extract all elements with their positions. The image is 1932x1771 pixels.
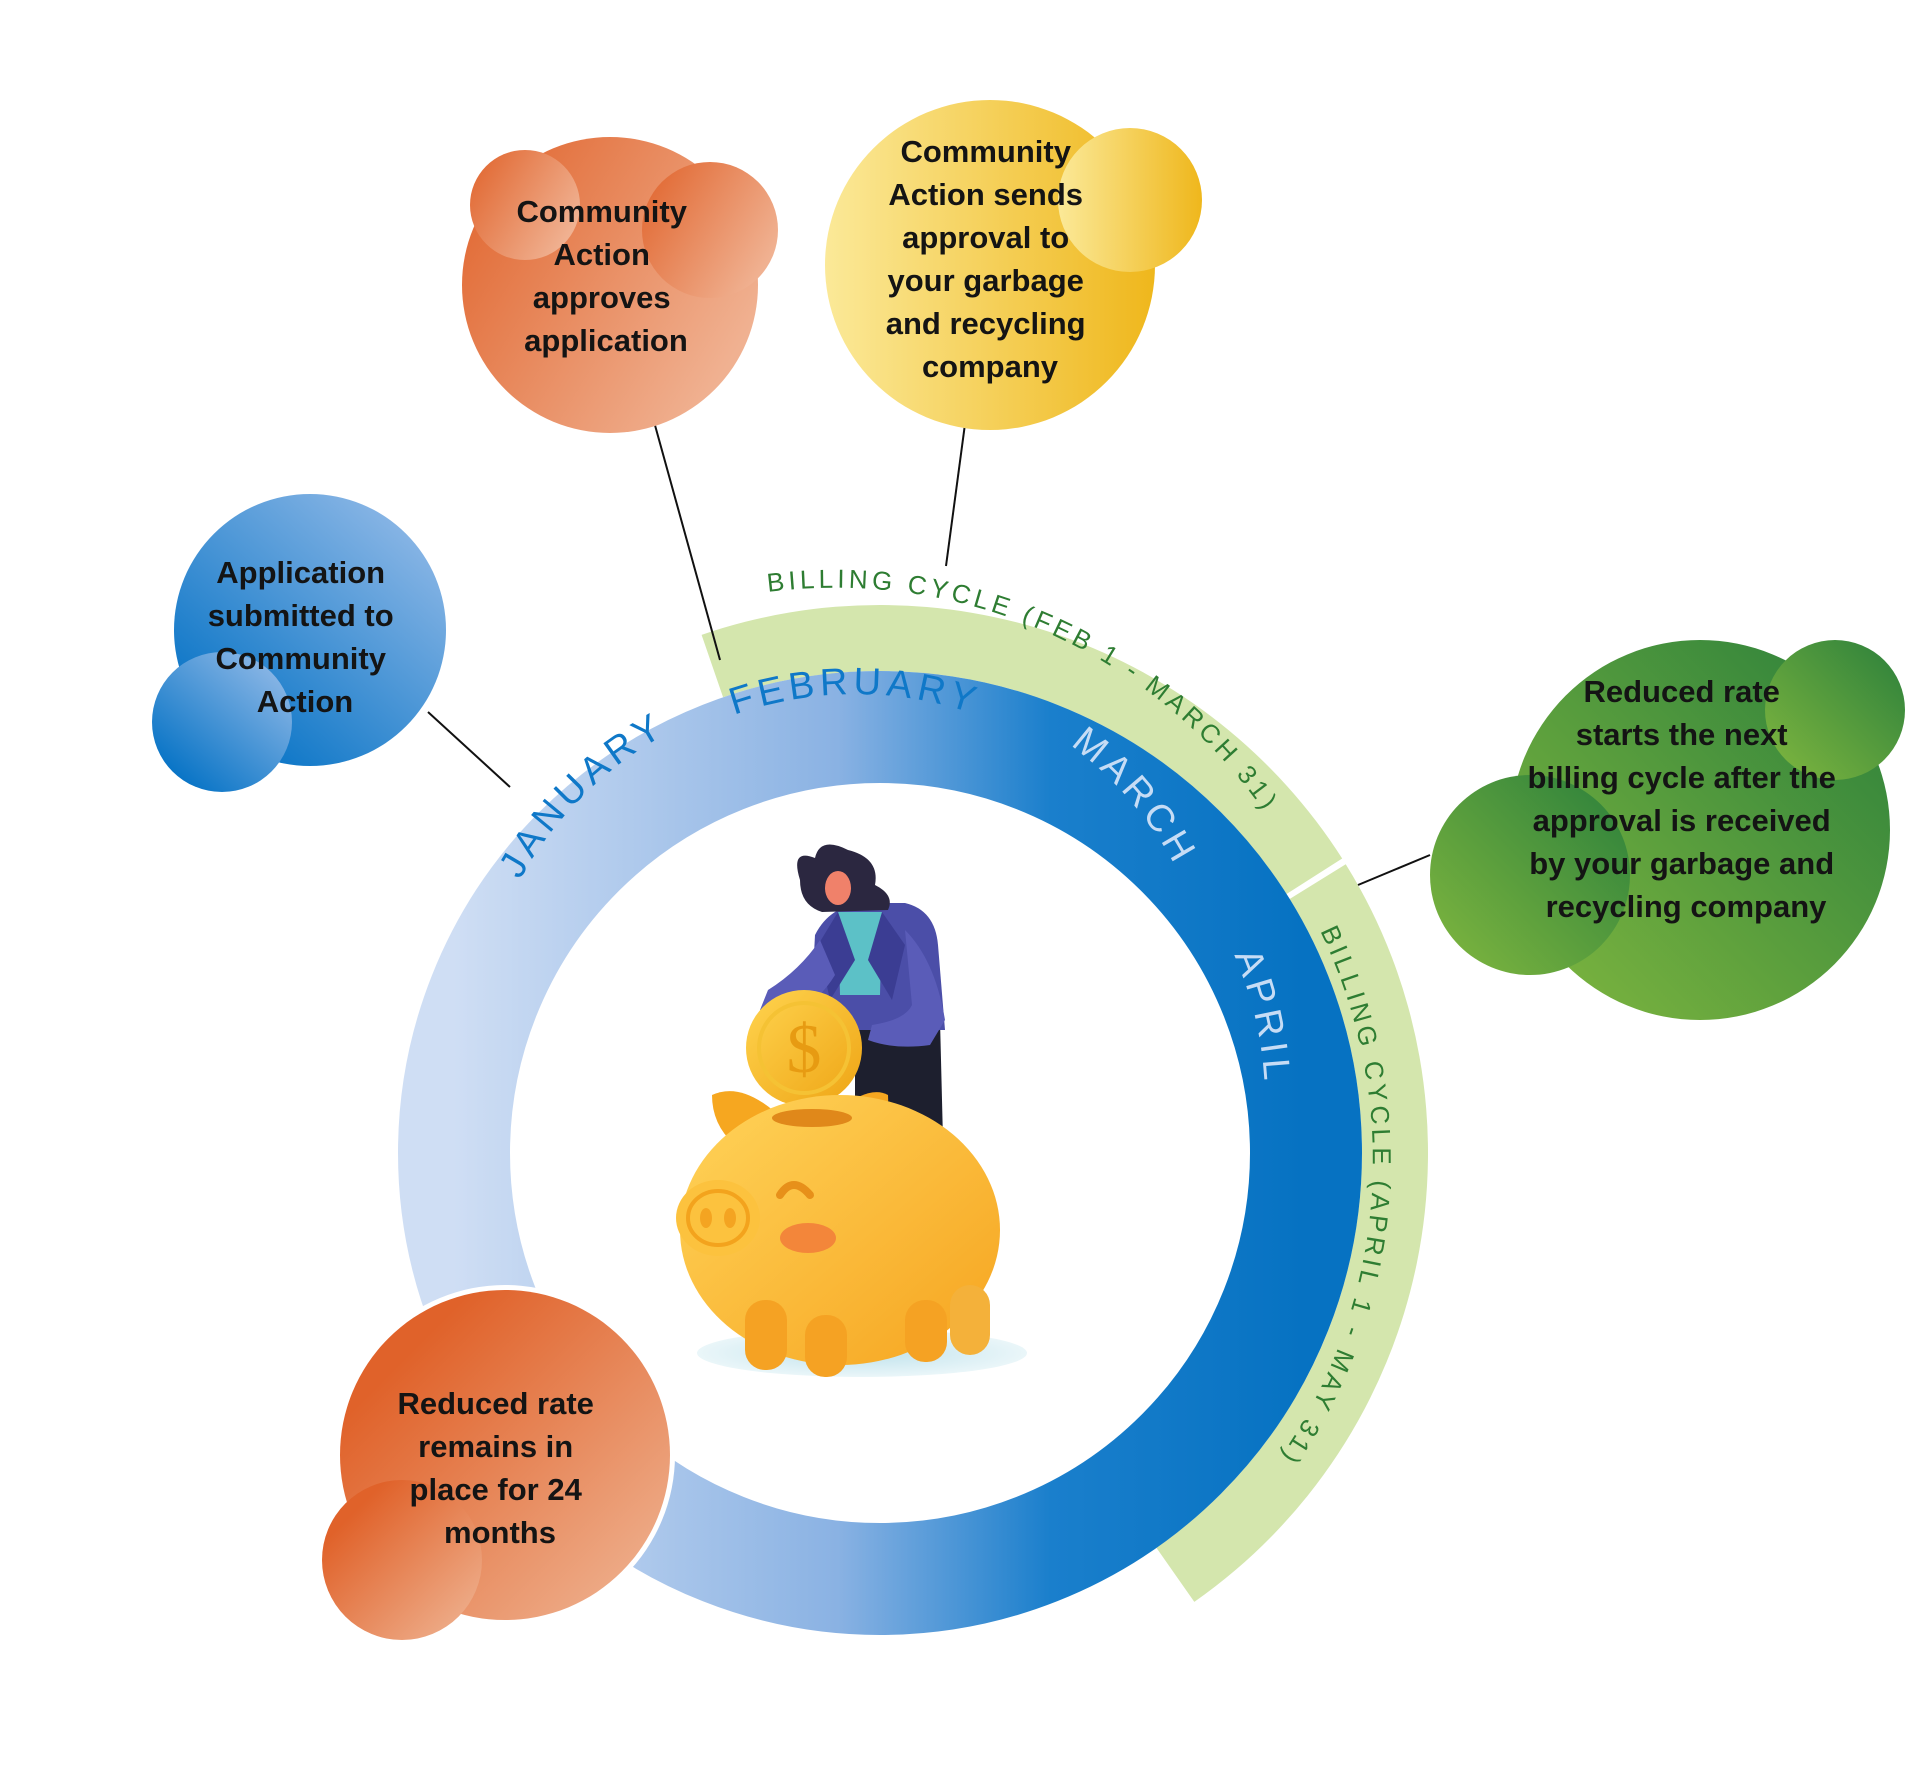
step-bubble-sends-approval xyxy=(825,100,1202,430)
month-ring xyxy=(398,671,1362,1635)
step-bubble-reduced-rate-remains xyxy=(322,1285,675,1640)
step-text-reduced-rate-starts: Reduced rate starts the next billing cyc… xyxy=(1528,674,1845,924)
connector-lines xyxy=(427,417,1431,886)
step-bubble-approves-application xyxy=(462,137,778,433)
step-text-reduced-rate-remains: Reduced rate remains in place for 24 mon… xyxy=(397,1386,602,1550)
step-bubble-application-submitted xyxy=(152,494,446,792)
dollar-sign: $ xyxy=(787,1011,822,1088)
step-text-sends-approval: Community Action sends approval to your … xyxy=(886,134,1094,384)
billing-band-feb-march xyxy=(701,605,1343,895)
step-text-approves-application: Community Action approves application xyxy=(516,194,695,358)
connector-application xyxy=(427,711,511,788)
step-bubble-reduced-rate-starts xyxy=(1430,640,1905,1020)
step-text-application-submitted: Application submitted to Community Actio… xyxy=(208,555,403,719)
woman-with-piggy-bank-icon: $ xyxy=(676,844,1027,1377)
connector-rate-starts xyxy=(1357,854,1431,886)
connector-sends-approval xyxy=(945,423,966,567)
billing-band-april-may xyxy=(1156,864,1428,1602)
billing-cycle-bands xyxy=(701,605,1428,1602)
connector-approves xyxy=(652,417,721,661)
